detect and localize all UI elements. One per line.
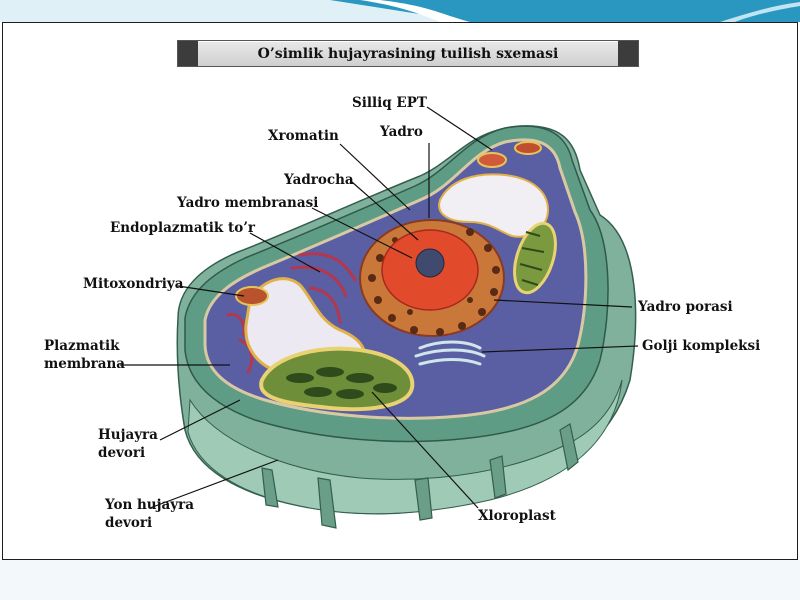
nucleolus [415, 248, 445, 278]
header-decoration [0, 0, 800, 26]
label-endoplazmatik-tor: Endoplazmatik to’r [110, 220, 256, 236]
thylakoids-lower [286, 367, 397, 399]
label-xromatin: Xromatin [268, 128, 339, 144]
title-cap-right [618, 41, 638, 66]
label-yadro: Yadro [380, 124, 423, 140]
label-yon-devori: devori [105, 515, 153, 531]
chloroplast-right [513, 221, 557, 295]
label-yadro-porasi: Yadro porasi [638, 299, 733, 315]
label-xloroplast: Xloroplast [478, 508, 556, 524]
mitochondrion [235, 286, 269, 306]
nuclear-pores [368, 228, 500, 336]
label-hujayra: Hujayra [98, 427, 158, 443]
label-devori: devori [98, 445, 146, 461]
label-yadrocha: Yadrocha [284, 172, 354, 188]
label-yadro-membranasi: Yadro membranasi [177, 195, 319, 211]
label-golji-kompleksi: Golji kompleksi [642, 338, 761, 354]
mitochondrion-3 [514, 141, 542, 155]
label-membrana: membrana [44, 356, 126, 372]
label-mitoxondriya: Mitoxondriya [83, 276, 184, 292]
wall-ribs [261, 423, 579, 529]
side-cell-wall [187, 379, 623, 515]
title-cap-left [178, 41, 198, 66]
label-yon-hujayra: Yon hujayra [105, 497, 194, 513]
diagram-title: O’simlik hujayrasining tuilish sxemasi [257, 45, 559, 62]
diagram-title-bar: O’simlik hujayrasining tuilish sxemasi [177, 40, 639, 67]
er-strands [226, 252, 357, 374]
leader-lines [120, 106, 639, 509]
golgi-complex [414, 340, 486, 366]
label-plazmatik: Plazmatik [44, 338, 120, 354]
thylakoids-right [519, 231, 545, 286]
label-silliq-ept: Silliq EPT [352, 95, 427, 111]
footer-band [0, 560, 800, 600]
mitochondrion-2 [477, 152, 507, 168]
